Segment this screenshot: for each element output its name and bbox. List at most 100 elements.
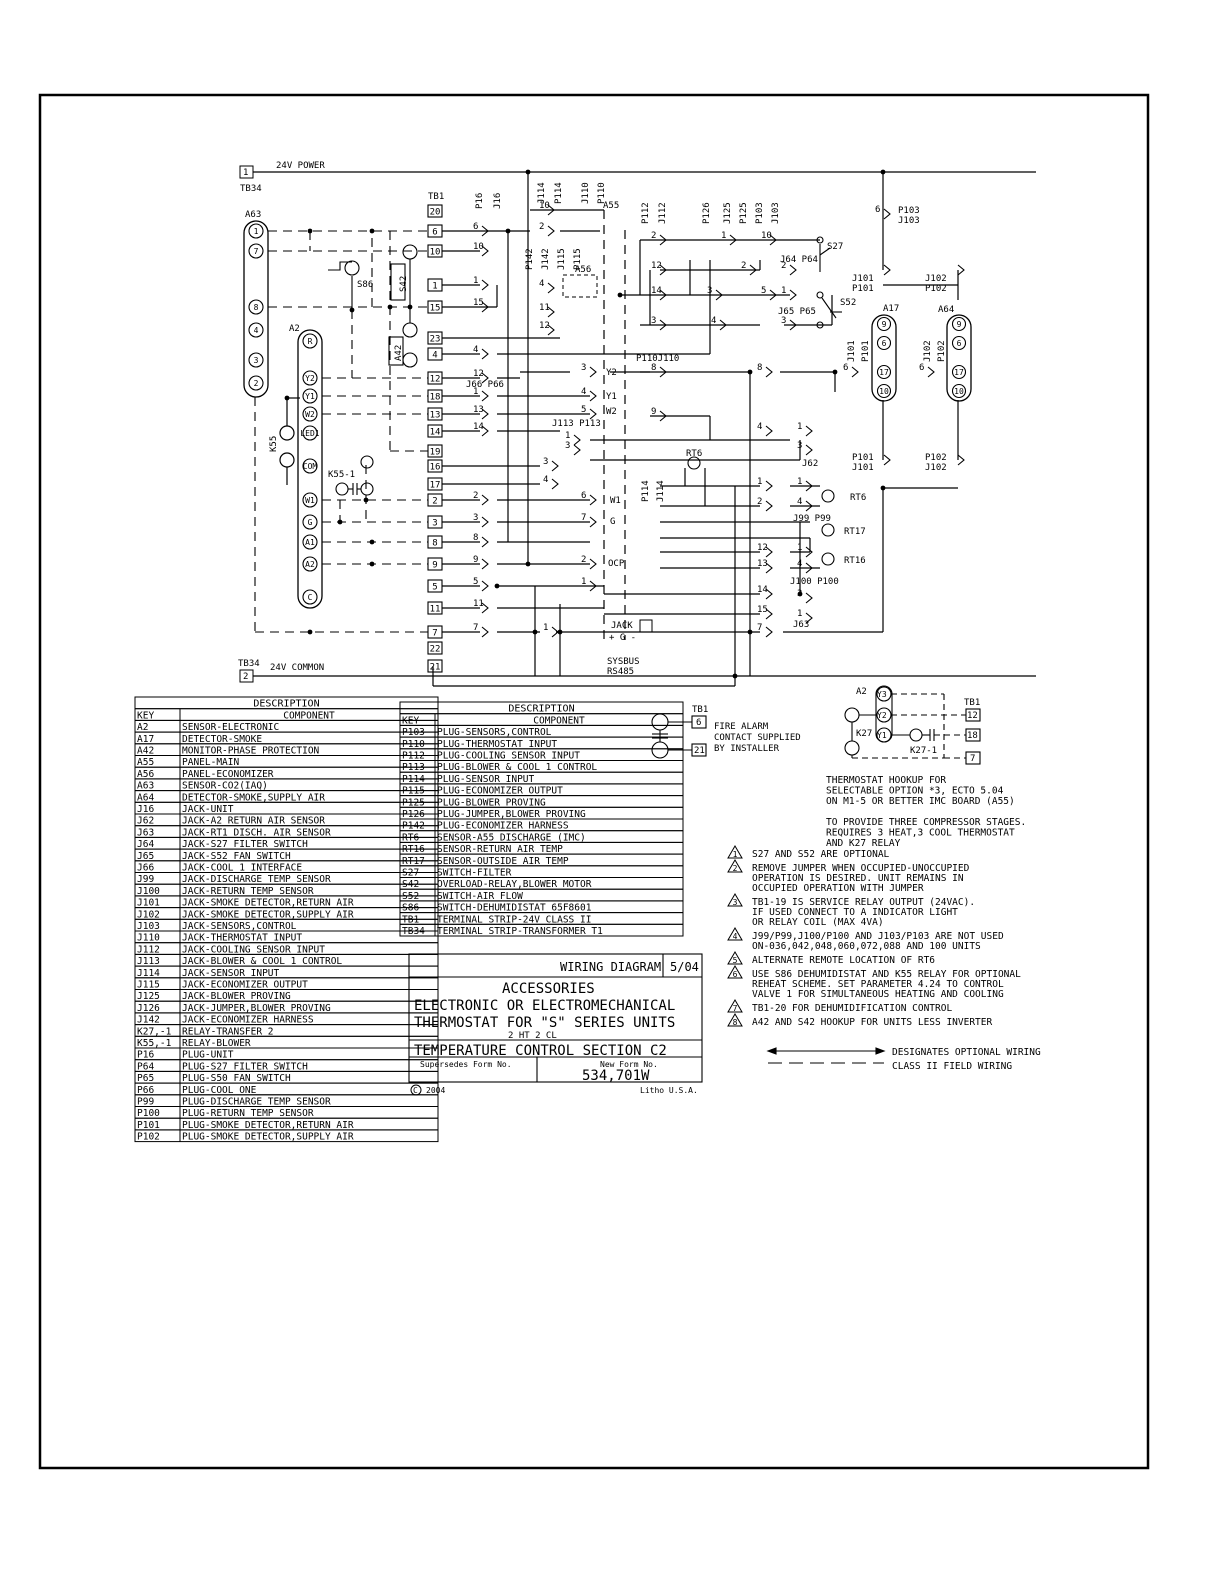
right-table-component-cell: SWITCH-AIR FLOW	[437, 891, 523, 902]
left-table-key-cell: J126	[137, 1003, 160, 1014]
connector-arrow	[805, 444, 813, 456]
fire-alarm-text-3: BY INSTALLER	[714, 744, 780, 754]
left-table-key-cell: K55,-1	[137, 1038, 172, 1049]
connector-arrow	[659, 366, 667, 378]
tb1-terminal-label-8: 8	[432, 539, 437, 549]
left-table-key-cell: P101	[137, 1120, 160, 1131]
a2-pin-g	[302, 514, 318, 530]
right-table-key-cell: S86	[402, 903, 419, 914]
connector-pin-number: 6	[473, 222, 478, 232]
connector-pin-number: 6	[843, 363, 848, 373]
connector-pin-number: 3	[473, 513, 478, 523]
left-table-component-cell: RELAY-TRANSFER 2	[182, 1026, 274, 1037]
a17-pin-label-6: 6	[882, 339, 887, 348]
title-date: 5/04	[670, 960, 699, 974]
k27-pin-y1: Y1	[877, 731, 887, 740]
note-triangle-icon	[727, 951, 743, 965]
j102-bottom-label: J102	[925, 463, 947, 473]
w2-label: W2	[606, 407, 617, 417]
j101-bottom-label: J101	[852, 463, 874, 473]
connector-arrow	[481, 494, 489, 506]
j115-label: J115	[557, 248, 567, 270]
connector-pin-number: 1	[797, 609, 802, 619]
note-number: 3	[733, 898, 738, 907]
right-table-col-component: COMPONENT	[533, 715, 585, 726]
connector-pin-number: 4	[797, 559, 802, 569]
p101-top-label: P101	[852, 284, 874, 294]
connector-arrow	[715, 289, 723, 301]
j99-p99-label: J99 P99	[793, 514, 831, 524]
right-table-key-cell: P113	[402, 762, 425, 773]
fire-alarm-terminal-21: 21	[694, 746, 705, 756]
left-table-key-cell: J125	[137, 991, 160, 1002]
connector-arrow	[789, 319, 797, 331]
junction-dot	[307, 629, 313, 635]
right-table-key-cell: P142	[402, 821, 425, 832]
s86-label: S86	[357, 280, 373, 290]
p101-side-label: P101	[861, 340, 871, 362]
note-number: 1	[733, 850, 738, 859]
right-table-component-cell: PLUG-JUMPER,BLOWER PROVING	[437, 809, 586, 820]
tb34-bottom-label: TB34	[238, 659, 260, 669]
legend-class2-wiring: CLASS II FIELD WIRING	[892, 1061, 1012, 1072]
left-table-component-cell: JACK-SMOKE DETECTOR,RETURN AIR	[182, 898, 354, 909]
left-table-component-cell: PLUG-S50 FAN SWITCH	[182, 1073, 291, 1084]
tb34-terminal-2	[239, 669, 254, 683]
p103-label: P103	[755, 202, 765, 224]
title-line-1: ELECTRONIC OR ELECTROMECHANICAL	[414, 998, 675, 1014]
s42-label: S42	[399, 276, 409, 292]
jack-pins-label: + G -	[609, 633, 636, 643]
tb1-terminal-label-9: 9	[432, 561, 437, 571]
tb1-terminal-label-6: 6	[432, 228, 437, 238]
power-rails	[248, 171, 1036, 677]
right-table-component-cell: OVERLOAD-RELAY,BLOWER MOTOR	[437, 879, 592, 890]
a63-body	[243, 220, 269, 398]
a2-pin-c	[302, 589, 318, 605]
connector-arrow	[805, 480, 813, 492]
left-table-row	[134, 1129, 439, 1143]
connector-pin-number: 1	[797, 422, 802, 432]
tb1-terminal-label-7: 7	[432, 629, 437, 639]
a2-pin-label-y2: Y2	[305, 374, 315, 383]
connector-pin-number: 5	[581, 405, 586, 415]
note-triangle-icon	[727, 927, 743, 941]
left-table-key-cell: J113	[137, 956, 160, 967]
j101-side-label: J101	[847, 340, 857, 362]
junction-dot	[284, 395, 290, 401]
connector-arrow	[547, 204, 555, 216]
connector-pin-number: 15	[757, 605, 768, 615]
s86-switch	[328, 260, 360, 310]
j101-top-label: J101	[852, 274, 874, 284]
connector-arrow	[659, 234, 667, 246]
j63-label: J63	[793, 620, 809, 630]
j16-label: J16	[493, 193, 503, 209]
connector-pin-number: 11	[473, 599, 484, 609]
right-table-key-cell: RT16	[402, 844, 425, 855]
j65-p65-label: J65 P65	[778, 307, 816, 317]
left-table-col-key: KEY	[137, 710, 154, 721]
g-label: G	[610, 517, 615, 527]
fire-alarm-terminal-6: 6	[696, 718, 701, 728]
left-table-key-cell: A42	[137, 746, 154, 757]
a63-pin-8	[248, 299, 264, 315]
note-triangle-icon	[727, 1013, 743, 1027]
left-table-key-cell: P102	[137, 1132, 160, 1143]
y2-label: Y2	[606, 368, 617, 378]
left-table-key-cell: P66	[137, 1085, 154, 1096]
left-table-component-cell: JACK-A2 RETURN AIR SENSOR	[182, 816, 325, 827]
left-table-component-cell: JACK-BLOWER & COOL 1 CONTROL	[182, 956, 342, 967]
j103-label: J103	[771, 202, 781, 224]
tb1-terminal-label-15: 15	[430, 304, 441, 314]
junction-dot	[557, 629, 563, 635]
right-table-component-cell: PLUG-SENSOR INPUT	[437, 774, 535, 785]
p102-top-label: P102	[925, 284, 947, 294]
tb1-terminal-21	[427, 659, 443, 673]
left-table-component-cell: PLUG-RETURN TEMP SENSOR	[182, 1108, 314, 1119]
note-line: OR RELAY COIL (MAX 4VA)	[752, 917, 884, 928]
connector-pin-number: 14	[651, 286, 662, 296]
left-table-key-cell: P16	[137, 1050, 154, 1061]
connector-pin-number: 1	[797, 477, 802, 487]
connector-arrow	[765, 546, 773, 558]
